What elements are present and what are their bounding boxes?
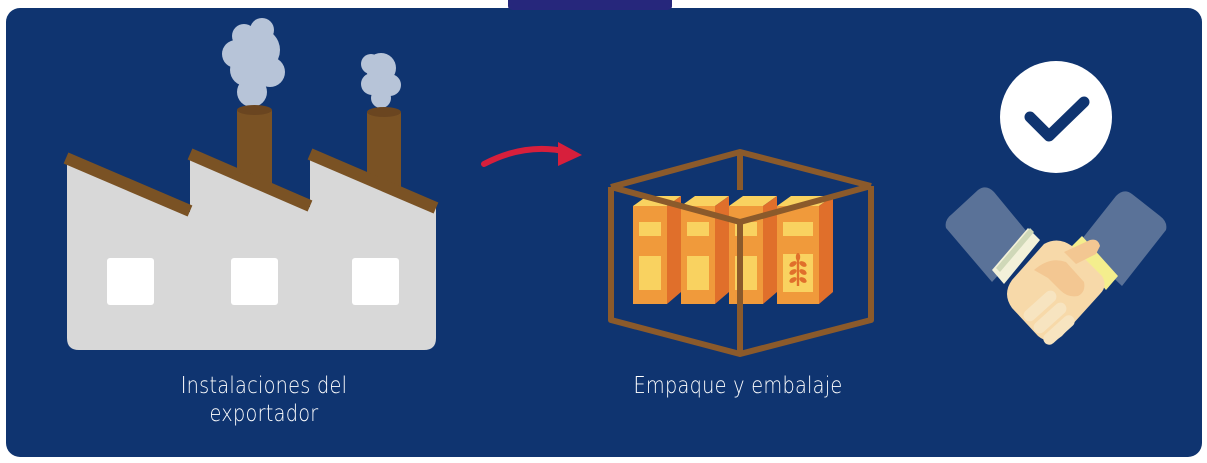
factory-caption-line1: Instalaciones del bbox=[180, 373, 348, 399]
smoke-left bbox=[222, 18, 285, 107]
curved-arrow-icon bbox=[481, 142, 582, 167]
cereal-box bbox=[633, 196, 681, 304]
smoke-right bbox=[361, 53, 401, 108]
hands bbox=[1007, 239, 1105, 345]
wheat-icon bbox=[789, 253, 807, 286]
factory-window bbox=[231, 258, 278, 305]
factory-caption-line2: exportador bbox=[209, 401, 319, 427]
factory-window bbox=[352, 258, 399, 305]
top-tab bbox=[508, 0, 672, 10]
factory-icon bbox=[63, 18, 439, 350]
factory-roof bbox=[63, 148, 439, 217]
factory-caption: Instalaciones del exportador bbox=[138, 372, 390, 428]
cereal-box bbox=[777, 196, 833, 304]
factory-window bbox=[107, 258, 154, 305]
left-sleeve bbox=[945, 187, 1040, 284]
handshake-check-icon bbox=[945, 61, 1167, 345]
cereal-box bbox=[681, 196, 729, 304]
packaging-caption: Empaque y embalaje bbox=[633, 373, 843, 399]
check-circle-icon bbox=[1000, 61, 1112, 173]
packaged-boxes-icon bbox=[608, 149, 874, 357]
